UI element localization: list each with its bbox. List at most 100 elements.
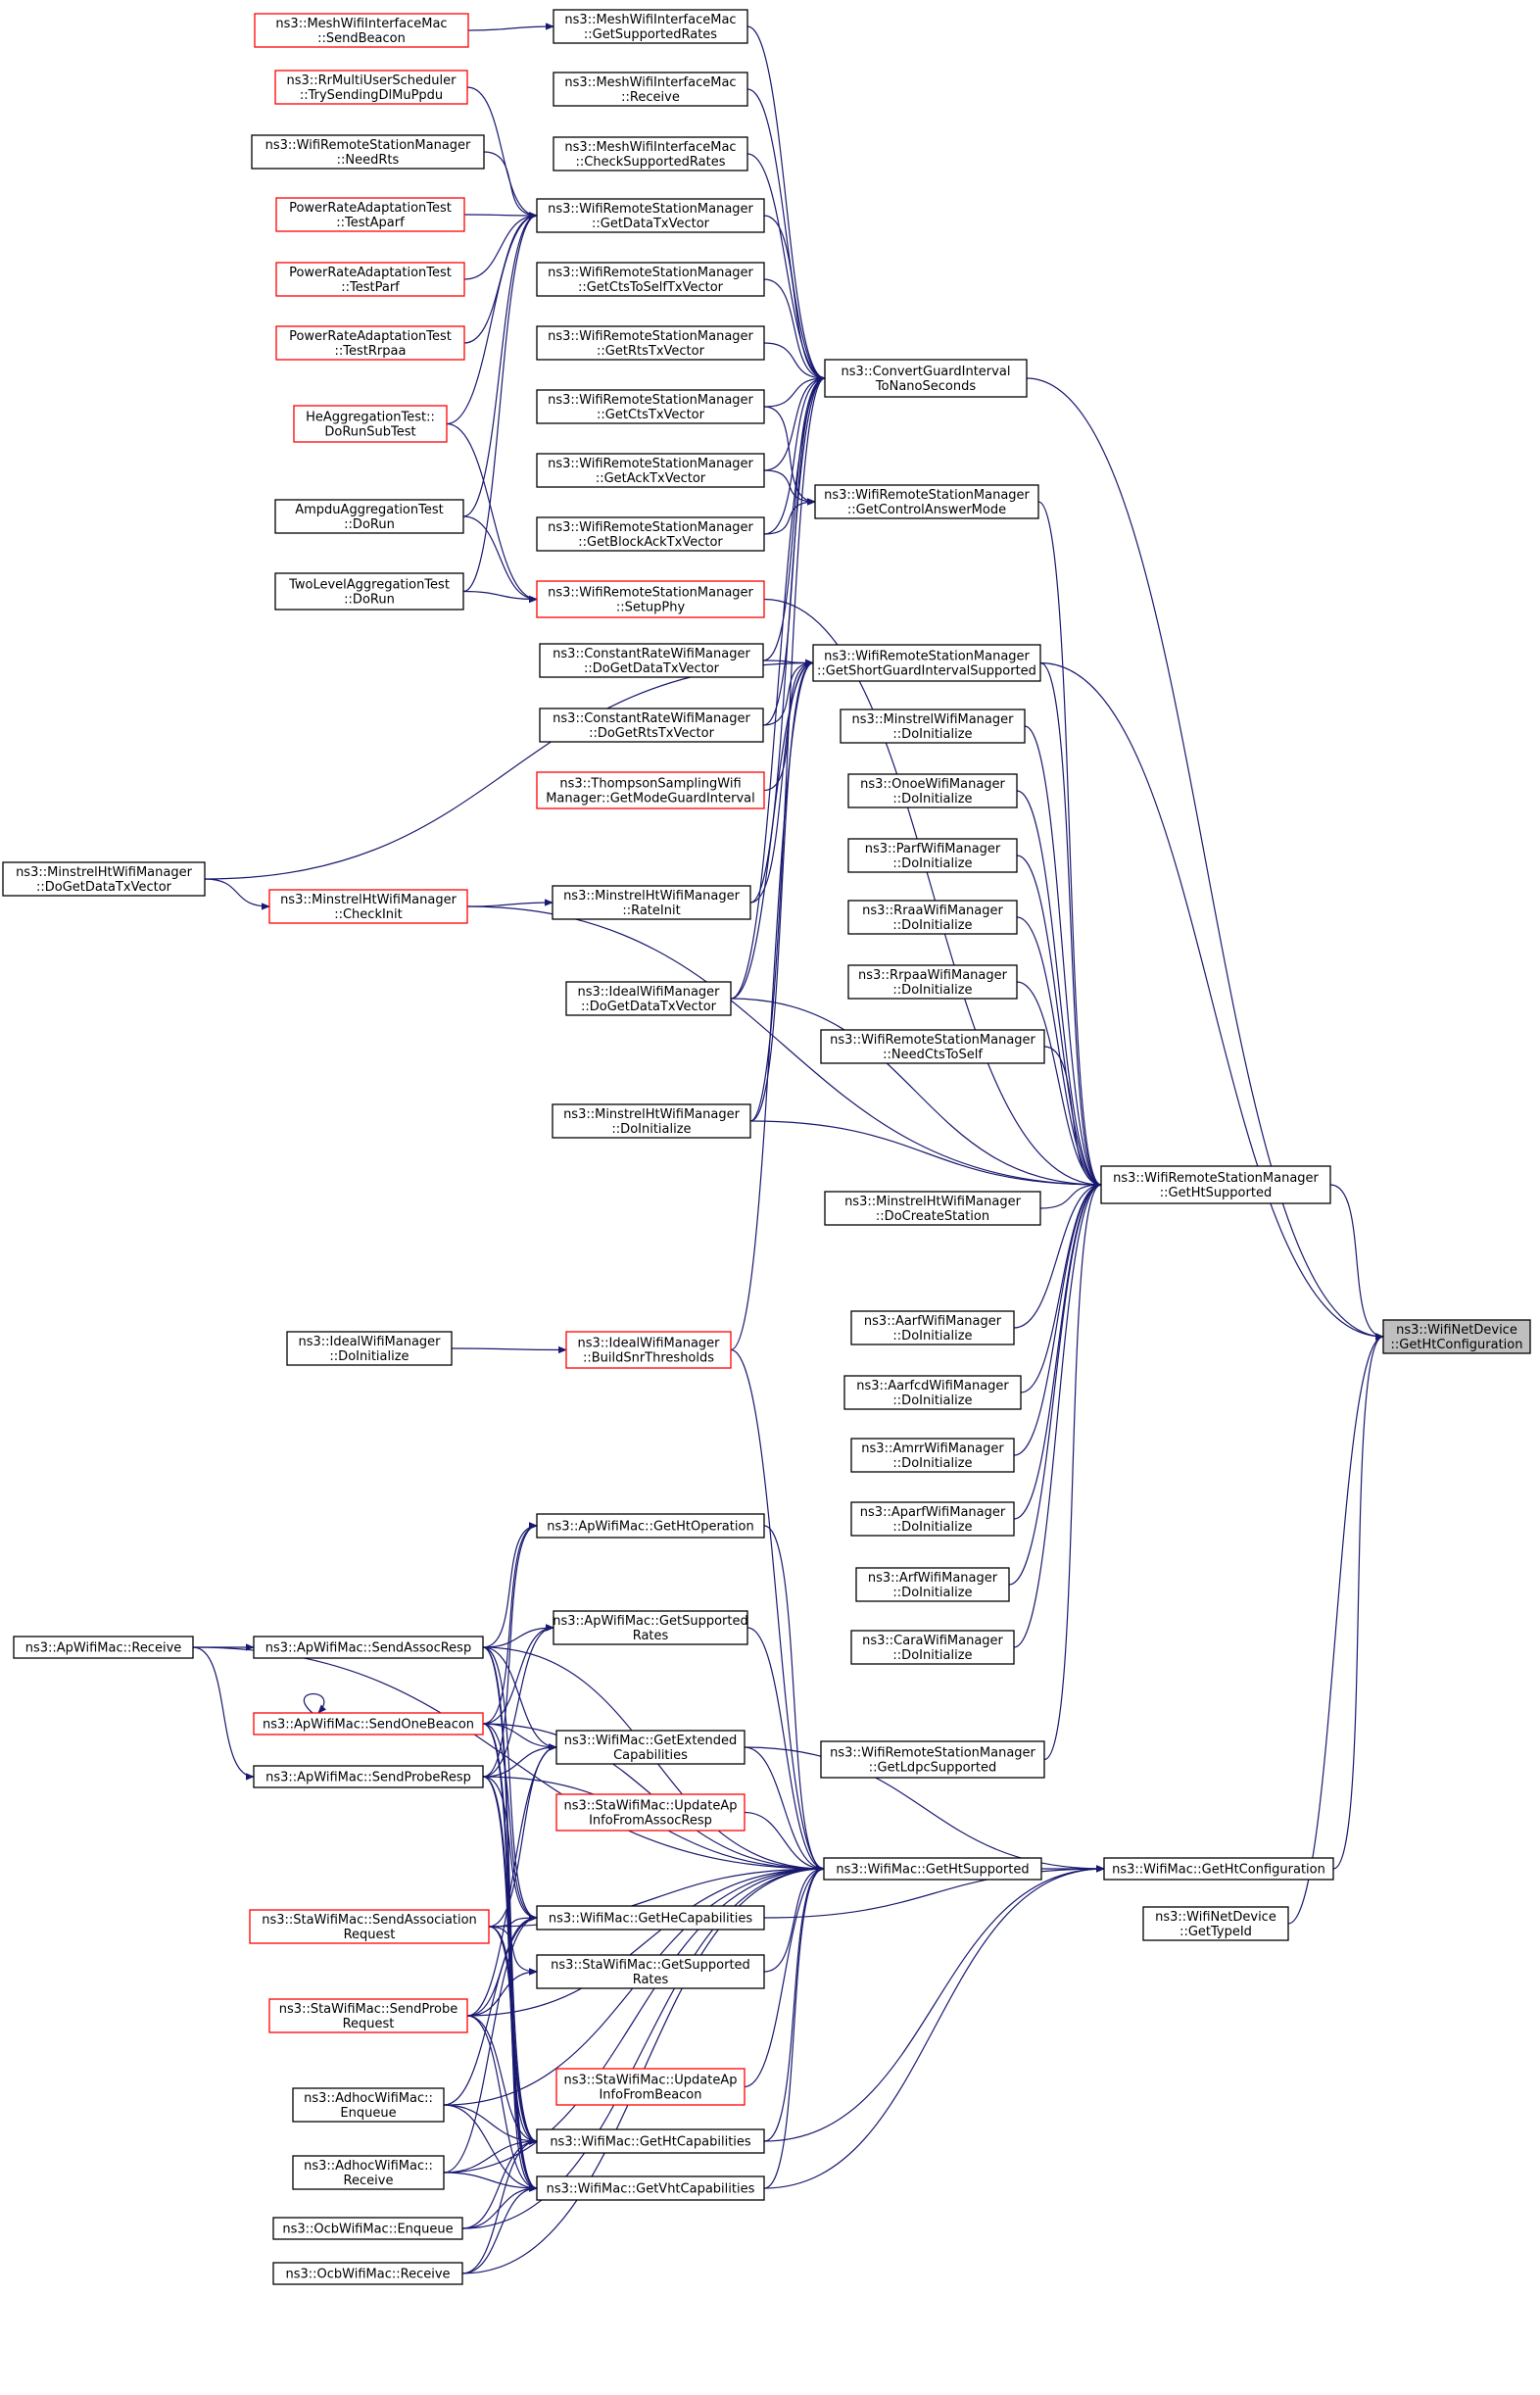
graph-node[interactable]: ns3::MeshWifiInterfaceMac::CheckSupporte… [553, 136, 748, 171]
call-edge [763, 1869, 824, 1973]
graph-node[interactable]: ns3::WifiNetDevice::GetTypeId [1142, 1906, 1289, 1941]
graph-node[interactable]: PowerRateAdaptationTest::TestParf [275, 262, 465, 297]
node-label: ns3::CaraWifiManager [862, 1634, 1003, 1648]
node-label: Request [343, 2017, 395, 2031]
graph-node[interactable]: ns3::WifiMac::GetHtConfiguration [1103, 1857, 1334, 1881]
graph-node[interactable]: TwoLevelAggregationTest::DoRun [274, 572, 464, 611]
graph-node[interactable]: ns3::ParfWifiManager::DoInitialize [847, 838, 1018, 873]
call-edge [730, 998, 1101, 1185]
graph-node[interactable]: ns3::MinstrelHtWifiManager::RateInit [552, 885, 751, 920]
call-edge [1016, 790, 1102, 1185]
graph-node[interactable]: ns3::WifiRemoteStationManager::GetBlockA… [536, 516, 765, 552]
graph-node[interactable]: ns3::StaWifiMac::GetSupportedRates [536, 1954, 765, 1989]
graph-node[interactable]: ns3::WifiMac::GetHeCapabilities [536, 1905, 765, 1931]
graph-node[interactable]: ns3::WifiRemoteStationManager::GetDataTx… [536, 198, 765, 233]
node-box [552, 885, 751, 920]
graph-node[interactable]: ns3::ApWifiMac::GetSupportedRates [553, 1610, 748, 1645]
graph-node[interactable]: ns3::ApWifiMac::SendAssocResp [253, 1636, 484, 1659]
graph-node[interactable]: ns3::MeshWifiInterfaceMac::GetSupportedR… [553, 9, 748, 44]
graph-node[interactable]: PowerRateAdaptationTest::TestRrpaa [275, 325, 465, 361]
graph-node[interactable]: ns3::AmrrWifiManager::DoInitialize [850, 1438, 1015, 1473]
graph-node[interactable]: ns3::MinstrelHtWifiManager::DoGetDataTxV… [2, 861, 206, 897]
node-label: ns3::AdhocWifiMac:: [304, 2091, 433, 2106]
graph-node[interactable]: ns3::WifiRemoteStationManager::GetHtSupp… [1100, 1165, 1331, 1204]
node-box [275, 325, 465, 361]
node-box [814, 484, 1039, 519]
call-edge [482, 1646, 538, 1918]
node-box [850, 1310, 1015, 1345]
graph-node[interactable]: ns3::WifiRemoteStationManager::SetupPhy [536, 580, 765, 618]
graph-node[interactable]: ns3::ConstantRateWifiManager::DoGetDataT… [539, 643, 764, 678]
node-box [552, 1103, 751, 1139]
node-box [555, 2068, 746, 2106]
graph-node[interactable]: HeAggregationTest::DoRunSubTest [293, 405, 448, 443]
graph-node[interactable]: ns3::WifiRemoteStationManager::NeedCtsTo… [820, 1029, 1045, 1064]
node-box [823, 1857, 1042, 1881]
graph-node[interactable]: PowerRateAdaptationTest::TestAparf [275, 197, 465, 232]
graph-node[interactable]: ns3::ThompsonSamplingWifiManager::GetMod… [536, 771, 765, 809]
graph-node[interactable]: ns3::ApWifiMac::SendOneBeacon [253, 1712, 484, 1735]
graph-node[interactable]: ns3::WifiRemoteStationManager::GetContro… [814, 484, 1039, 519]
graph-node[interactable]: ns3::WifiRemoteStationManager::NeedRts [251, 134, 485, 170]
node-label: ::DoInitialize [892, 1393, 972, 1408]
graph-node[interactable]: ns3::WifiMac::GetHtSupported [823, 1857, 1042, 1881]
graph-node[interactable]: ns3::MeshWifiInterfaceMac::SendBeacon [254, 13, 469, 48]
graph-node[interactable]: ns3::AparfWifiManager::DoInitialize [850, 1501, 1015, 1537]
graph-node[interactable]: AmpduAggregationTest::DoRun [274, 499, 464, 534]
graph-node[interactable]: ns3::AarfWifiManager::DoInitialize [850, 1310, 1015, 1345]
graph-node: ns3::WifiNetDevice::GetHtConfiguration [1382, 1319, 1531, 1354]
graph-node[interactable]: ns3::ApWifiMac::Receive [13, 1636, 194, 1659]
call-edge [744, 1869, 825, 2088]
graph-node[interactable]: ns3::OcbWifiMac::Receive [272, 2262, 463, 2285]
call-edge [1039, 1185, 1101, 1209]
node-label: ns3::WifiMac::GetExtended [564, 1734, 737, 1748]
graph-node[interactable]: ns3::MinstrelHtWifiManager::CheckInit [268, 889, 468, 924]
graph-node[interactable]: ns3::IdealWifiManager::BuildSnrThreshold… [565, 1331, 732, 1369]
graph-node[interactable]: ns3::WifiRemoteStationManager::GetShortG… [812, 644, 1041, 682]
graph-node[interactable]: ns3::IdealWifiManager::DoInitialize [286, 1331, 453, 1366]
graph-node[interactable]: ns3::WifiRemoteStationManager::GetCtsTxV… [536, 389, 765, 424]
graph-node[interactable]: ns3::MinstrelWifiManager::DoInitialize [840, 709, 1026, 744]
call-edge [482, 1526, 538, 1778]
graph-node[interactable]: ns3::MinstrelHtWifiManager::DoCreateStat… [824, 1191, 1041, 1226]
call-edge [488, 1926, 537, 1972]
node-label: ns3::ConstantRateWifiManager [553, 711, 750, 726]
graph-node[interactable]: ns3::OnoeWifiManager::DoInitialize [847, 773, 1018, 808]
call-edge [730, 663, 814, 1351]
graph-node[interactable]: ns3::MeshWifiInterfaceMac::Receive [553, 72, 748, 107]
call-edge [446, 422, 537, 600]
call-edge [483, 151, 537, 216]
graph-node[interactable]: ns3::IdealWifiManager::DoGetDataTxVector [565, 981, 732, 1016]
call-edge [482, 1526, 538, 1725]
graph-node[interactable]: ns3::RraaWifiManager::DoInitialize [847, 900, 1018, 935]
graph-node[interactable]: ns3::OcbWifiMac::Enqueue [272, 2217, 463, 2240]
graph-node[interactable]: ns3::WifiRemoteStationManager::GetCtsToS… [536, 262, 765, 297]
graph-node[interactable]: ns3::ConstantRateWifiManager::DoGetRtsTx… [539, 708, 764, 743]
graph-node[interactable]: ns3::ArfWifiManager::DoInitialize [855, 1567, 1010, 1602]
graph-node[interactable]: ns3::AdhocWifiMac::Receive [292, 2155, 445, 2190]
graph-node[interactable]: ns3::WifiRemoteStationManager::GetAckTxV… [536, 453, 765, 488]
graph-node[interactable]: ns3::StaWifiMac::UpdateApInfoFromAssocRe… [555, 1793, 746, 1832]
graph-node[interactable]: ns3::WifiRemoteStationManager::GetLdpcSu… [820, 1740, 1045, 1779]
graph-node[interactable]: ns3::AarfcdWifiManager::DoInitialize [843, 1375, 1022, 1410]
graph-node[interactable]: ns3::AdhocWifiMac::Enqueue [292, 2087, 445, 2123]
graph-node[interactable]: ns3::ApWifiMac::SendProbeResp [253, 1765, 484, 1788]
graph-node[interactable]: ns3::WifiMac::GetHtCapabilities [536, 2128, 765, 2154]
graph-node[interactable]: ns3::ApWifiMac::GetHtOperation [536, 1513, 765, 1539]
call-edge [451, 1348, 566, 1350]
call-edge [763, 598, 1101, 1186]
graph-node[interactable]: ns3::WifiRemoteStationManager::GetRtsTxV… [536, 325, 765, 361]
graph-node[interactable]: ns3::RrpaaWifiManager::DoInitialize [847, 964, 1018, 1000]
graph-node[interactable]: ns3::RrMultiUserScheduler::TrySendingDlM… [274, 70, 468, 105]
node-box [536, 2128, 765, 2154]
node-label: ::DoInitialize [892, 856, 972, 871]
graph-node[interactable]: ns3::MinstrelHtWifiManager::DoInitialize [552, 1103, 751, 1139]
graph-node[interactable]: ns3::CaraWifiManager::DoInitialize [850, 1630, 1015, 1665]
graph-node[interactable]: ns3::WifiMac::GetVhtCapabilities [536, 2175, 765, 2201]
